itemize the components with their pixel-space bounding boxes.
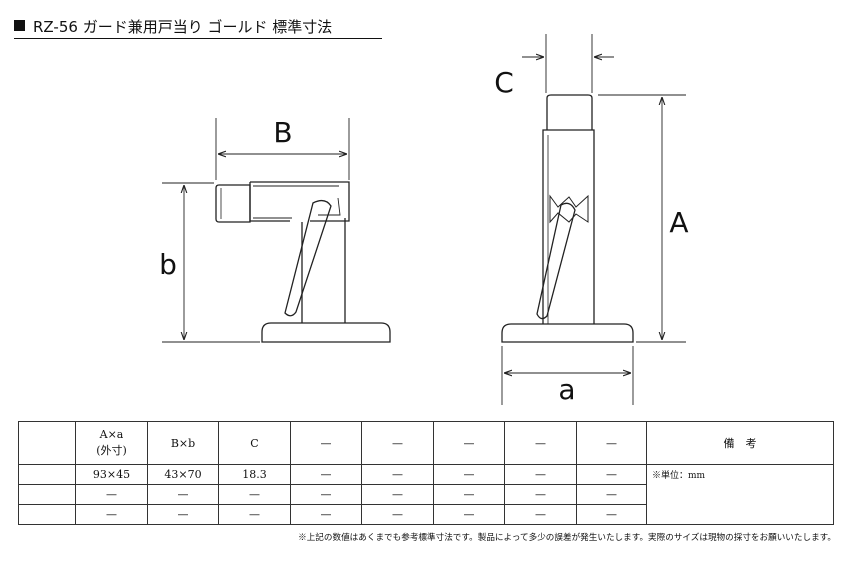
table-cell: — xyxy=(147,504,219,525)
side-view-hook xyxy=(284,199,332,317)
table-cell: 43×70 xyxy=(147,464,219,485)
table-header-cell: — xyxy=(290,421,362,465)
dimension-b-label: b xyxy=(159,248,177,281)
front-view-hook xyxy=(536,202,576,320)
table-header-cell xyxy=(18,421,76,465)
table-cell: — xyxy=(433,504,505,525)
table-cell: 18.3 xyxy=(218,464,291,485)
front-view-notch xyxy=(549,194,589,224)
dimension-lines xyxy=(162,34,686,405)
side-view-post xyxy=(301,218,346,323)
table-cell xyxy=(18,464,76,485)
dimension-a-label: a xyxy=(558,373,575,406)
front-view-drawing xyxy=(501,94,634,343)
front-view-post xyxy=(542,129,595,324)
spec-table-header-row: A×a (外寸) B×b C — — — — — 備 考 xyxy=(18,421,834,465)
front-view-bumper xyxy=(546,94,593,130)
table-header-cell: C xyxy=(218,421,291,465)
black-square-icon xyxy=(14,20,25,31)
table-header-cell: — xyxy=(504,421,577,465)
table-cell: — xyxy=(433,484,505,505)
table-cell: — xyxy=(504,484,577,505)
table-header-cell: — xyxy=(433,421,505,465)
spec-table: A×a (外寸) B×b C — — — — — 備 考 93×45 43×70… xyxy=(18,421,834,525)
table-header-cell: — xyxy=(361,421,434,465)
table-row: 93×45 43×70 18.3 — — — — — ※単位：mm xyxy=(18,464,834,525)
dimension-drawing: B b C A a xyxy=(159,34,689,406)
table-cell: — xyxy=(75,484,148,505)
dimension-B-label: B xyxy=(273,116,292,149)
table-header-cell: — xyxy=(576,421,647,465)
footnote: ※上記の数値はあくまでも参考標準寸法です。製品によって多少の誤差が発生いたします… xyxy=(298,533,836,543)
table-cell: — xyxy=(576,464,647,485)
table-cell: — xyxy=(290,484,362,505)
table-cell: — xyxy=(361,464,434,485)
table-cell xyxy=(18,504,76,525)
side-view-bumper xyxy=(215,184,251,223)
table-cell: — xyxy=(75,504,148,525)
table-cell xyxy=(18,484,76,505)
page-title: RZ-56 ガード兼用戸当り ゴールド 標準寸法 xyxy=(14,18,332,36)
table-row: — — — — — — — — xyxy=(18,504,834,525)
table-cell: — xyxy=(290,464,362,485)
table-cell: — xyxy=(576,484,647,505)
table-remarks-note: ※単位：mm xyxy=(646,464,834,525)
table-cell: — xyxy=(290,504,362,525)
table-cell: — xyxy=(147,484,219,505)
table-cell: — xyxy=(504,464,577,485)
table-cell: — xyxy=(433,464,505,485)
table-header-cell: A×a (外寸) xyxy=(75,421,148,465)
table-cell: — xyxy=(576,504,647,525)
side-view-drawing xyxy=(215,181,391,343)
table-cell: — xyxy=(361,484,434,505)
table-cell: 93×45 xyxy=(75,464,148,485)
table-cell: — xyxy=(218,504,291,525)
side-view-base-plate xyxy=(261,322,391,343)
table-cell: — xyxy=(218,484,291,505)
table-cell: — xyxy=(361,504,434,525)
page-title-text: RZ-56 ガード兼用戸当り ゴールド 標準寸法 xyxy=(33,18,333,36)
table-header-cell: B×b xyxy=(147,421,219,465)
table-cell: — xyxy=(504,504,577,525)
dimension-A-label: A xyxy=(669,206,688,239)
front-view-base-plate xyxy=(501,323,634,343)
title-underline xyxy=(14,38,382,39)
table-header-remarks: 備 考 xyxy=(646,421,834,465)
dimension-C-label: C xyxy=(494,66,514,99)
